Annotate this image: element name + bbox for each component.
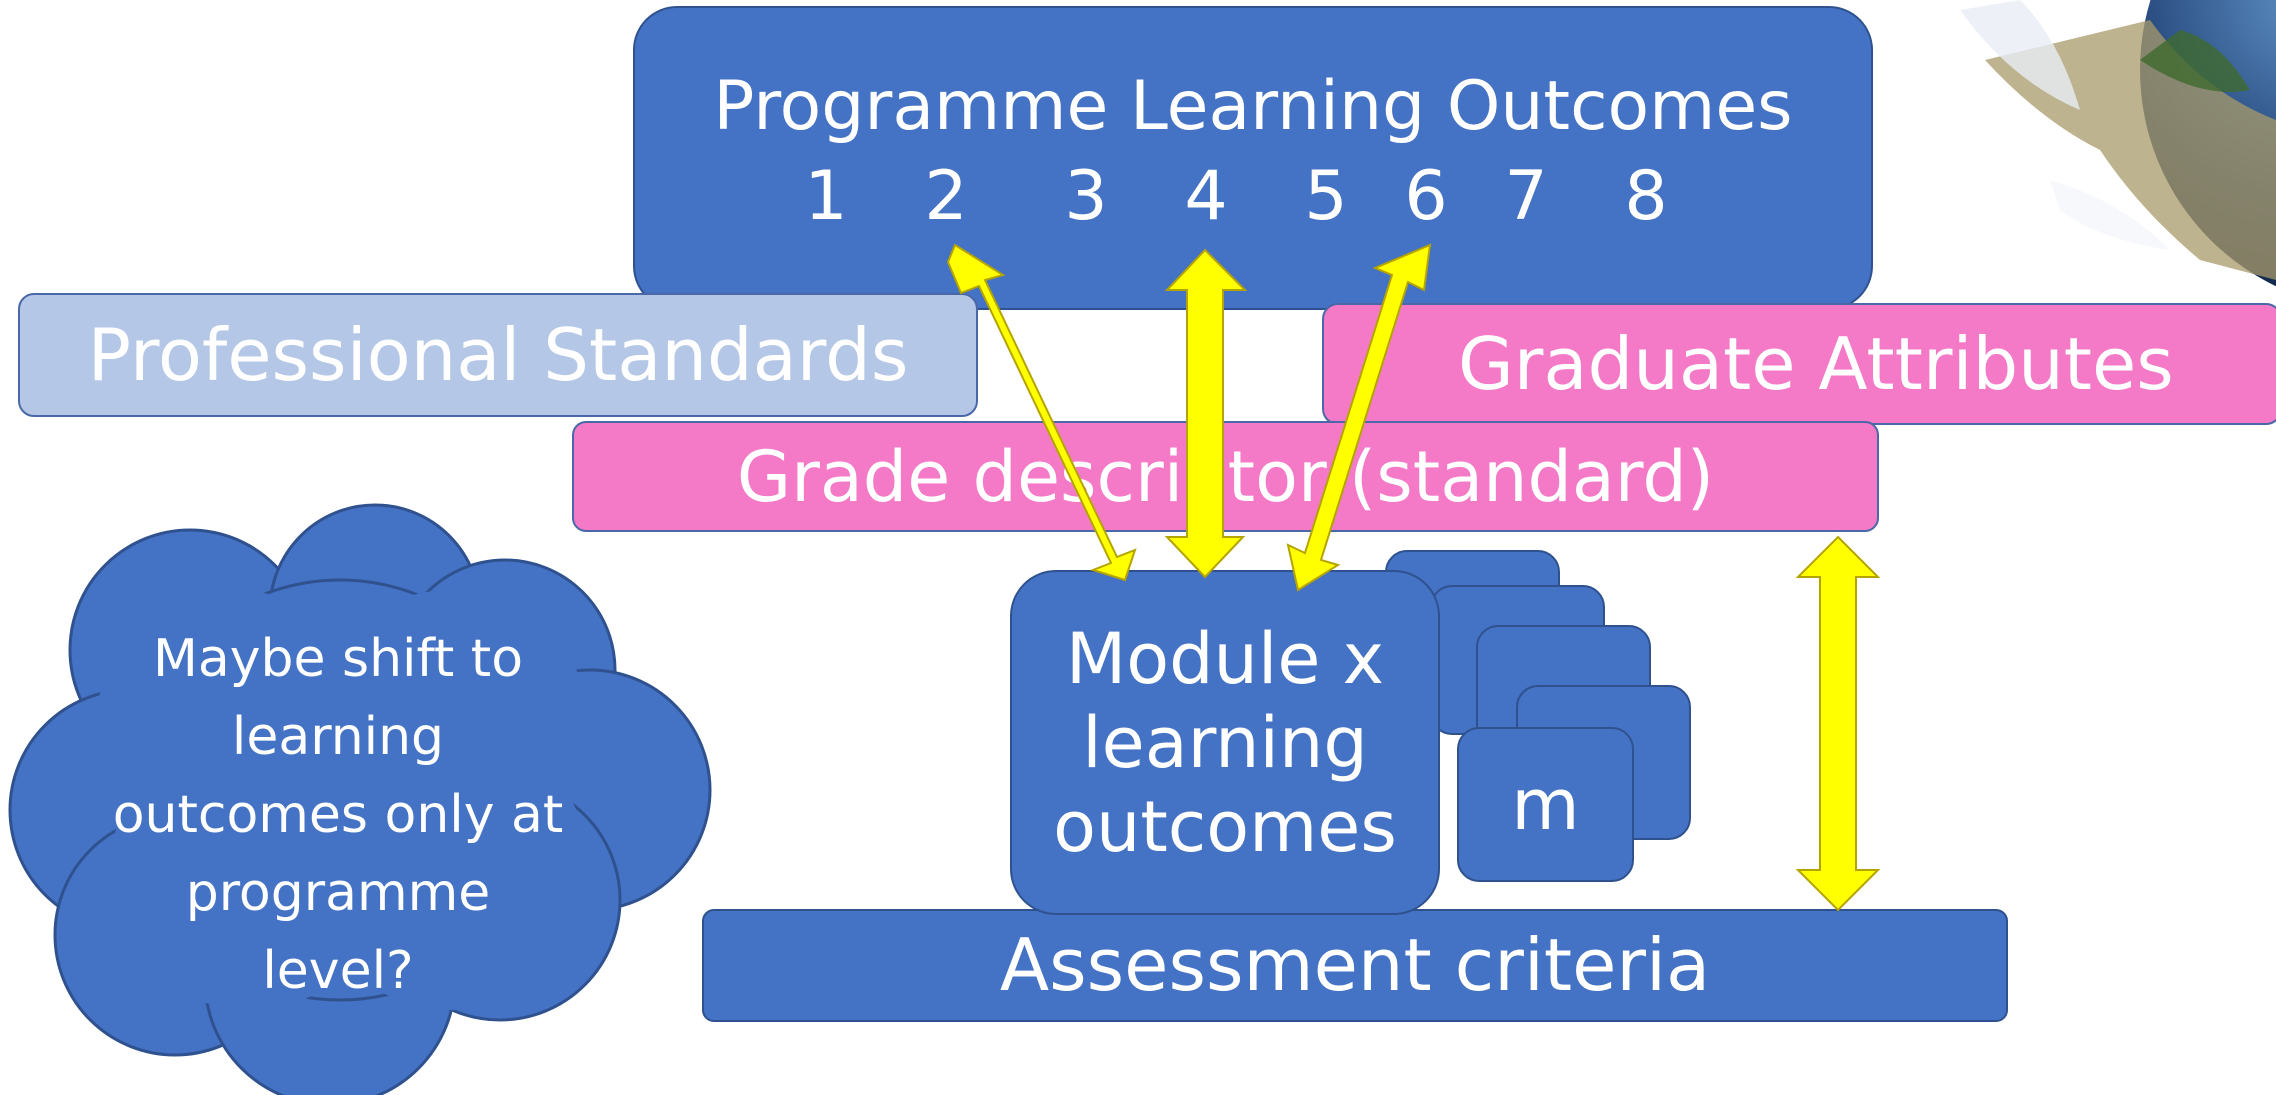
arrow-6-to-module <box>1286 243 1432 592</box>
professional-standards-box: Professional Standards <box>18 293 978 417</box>
assessment-criteria-label: Assessment criteria <box>999 923 1711 1008</box>
graduate-attributes-box: Graduate Attributes <box>1322 303 2276 425</box>
arrow-2-to-module <box>946 243 1137 582</box>
programme-learning-outcomes-box: Programme Learning Outcomes 1 2 3 4 5 6 … <box>633 6 1873 310</box>
arrow-4-to-module <box>1164 248 1248 579</box>
outcome-number: 5 <box>1304 156 1348 236</box>
double-arrows <box>946 243 1881 912</box>
arrow-grade-to-assessment <box>1795 535 1881 912</box>
module-m-label: m <box>1511 763 1580 846</box>
professional-standards-label: Professional Standards <box>87 312 909 397</box>
module-learning-outcomes-label: Module x learning outcomes <box>1053 617 1397 868</box>
outcome-number: 2 <box>924 156 968 236</box>
outcome-numbers: 1 2 3 4 5 6 7 8 <box>635 156 1871 246</box>
outcome-number: 6 <box>1404 156 1448 236</box>
programme-learning-outcomes-title: Programme Learning Outcomes <box>713 67 1793 146</box>
outcome-number: 3 <box>1064 156 1108 236</box>
grade-descriptor-label: Grade descriptor (standard) <box>736 435 1715 518</box>
module-m-card: m <box>1457 727 1634 882</box>
cloud-note: Maybe shift to learning outcomes only at… <box>112 629 564 1001</box>
assessment-criteria-box: Assessment criteria <box>702 909 2008 1022</box>
outcome-number: 1 <box>804 156 848 236</box>
outcome-number: 4 <box>1184 156 1228 236</box>
graduate-attributes-label: Graduate Attributes <box>1458 321 2174 406</box>
module-learning-outcomes-box: Module x learning outcomes <box>1010 570 1440 915</box>
grade-descriptor-box: Grade descriptor (standard) <box>572 421 1879 532</box>
outcome-number: 8 <box>1624 156 1668 236</box>
outcome-number: 7 <box>1504 156 1548 236</box>
